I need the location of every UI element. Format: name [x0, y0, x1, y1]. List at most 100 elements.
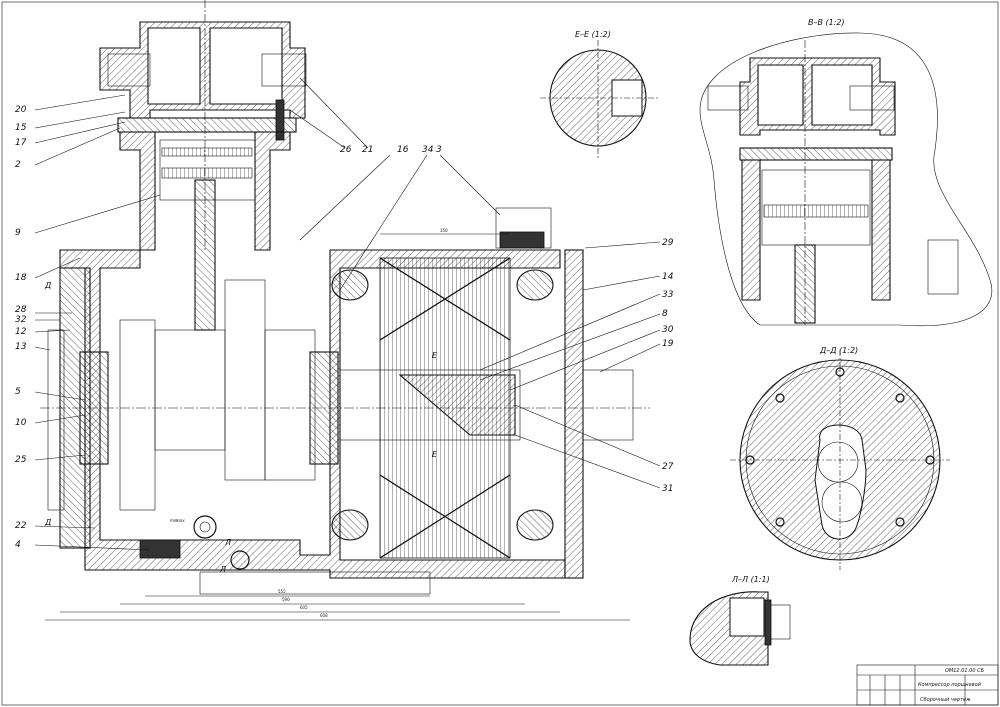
d-gear-upper: [817, 441, 859, 483]
callout-28: 28: [15, 305, 27, 315]
front-bearing: [79, 351, 109, 465]
section-l-l-title: Л–Л (1:1): [731, 575, 770, 584]
section-e-e-title: Е–Е (1:2): [575, 30, 611, 39]
cut-mark-e-bottom: Е: [432, 450, 438, 459]
v-head: [739, 57, 896, 136]
connecting-rod: [194, 179, 216, 331]
winding-end-3: [331, 509, 369, 541]
winding-end-1: [331, 269, 369, 301]
outlet-fitting: [261, 53, 307, 87]
callout-22: 22: [15, 521, 27, 531]
label-max: max: [176, 518, 185, 523]
oil-pump-cover: [47, 329, 65, 511]
dim-605: 605: [300, 605, 308, 610]
piston-rings: [161, 147, 253, 157]
cut-mark-l-bottom: Л: [219, 565, 226, 574]
crank-pin: [154, 329, 226, 451]
callout-19: 19: [662, 339, 674, 349]
title-block-frame: [856, 664, 999, 706]
callouts-right: 29 14 33 8 30 19 27 31: [662, 238, 674, 494]
sight-glass: [193, 515, 217, 539]
title-block-name: Компрессор поршневой: [918, 682, 982, 688]
stator-core: [379, 257, 511, 559]
winding-end-2: [516, 269, 554, 301]
callout-32: 32: [15, 315, 27, 325]
callout-3: 3: [436, 145, 442, 155]
callout-33: 33: [662, 290, 674, 300]
callout-17: 17: [15, 138, 27, 148]
cylinder-wall-right: [254, 131, 291, 251]
cut-mark-d-top: Д: [44, 281, 51, 290]
section-e-e: Е–Е (1:2): [540, 30, 660, 160]
callout-26: 26: [340, 145, 352, 155]
l-plug: [769, 604, 791, 640]
d-bolt-1: [775, 393, 785, 403]
winding-end-4: [516, 509, 554, 541]
section-l-l: Л–Л (1:1): [689, 575, 791, 666]
cylinder-wall-left: [119, 131, 156, 251]
inlet-fitting: [107, 53, 151, 87]
stator-cross: [379, 257, 511, 559]
section-d-d: Д–Д (1:2): [730, 346, 950, 570]
callout-14: 14: [662, 272, 674, 282]
v-piston: [761, 169, 871, 246]
crank-web-right: [224, 279, 266, 481]
main-view: 150 555 590 605 608 mm max Д Д Е Е Л Л: [40, 0, 650, 621]
callout-9: 9: [15, 228, 21, 238]
dim-608: 608: [320, 613, 328, 618]
d-gear-lower: [821, 481, 863, 523]
leader-lines: [34, 77, 661, 551]
dim-555: 555: [278, 589, 286, 594]
dim-150: 150: [440, 228, 448, 233]
section-d-d-title: Д–Д (1:2): [819, 346, 858, 355]
v-cylinder: [741, 159, 891, 301]
v-outlet: [849, 85, 895, 111]
rear-fitting: [582, 369, 634, 441]
title-block-doc: Сборочный чертеж: [920, 697, 971, 703]
cut-mark-e-top: Е: [432, 351, 438, 360]
v-inlet: [707, 85, 749, 111]
d-bolt-5: [775, 517, 785, 527]
rear-cover: [564, 249, 584, 579]
callout-25: 25: [15, 455, 27, 465]
callout-12: 12: [15, 327, 27, 337]
sight-glass-inner: [199, 521, 211, 533]
dim-590: 590: [282, 597, 290, 602]
callout-30: 30: [662, 325, 674, 335]
callout-27: 27: [662, 462, 674, 472]
cylinder-head: [99, 21, 306, 119]
callout-16: 16: [397, 145, 409, 155]
callout-5: 5: [15, 387, 21, 397]
drain-plug: [230, 550, 250, 570]
v-piston-rings: [763, 204, 869, 218]
terminal-cover: [495, 207, 552, 249]
base-foot: [199, 571, 431, 595]
callout-4: 4: [15, 540, 21, 550]
callout-13: 13: [15, 342, 27, 352]
callout-8: 8: [662, 309, 668, 319]
piston-rings-2: [161, 167, 253, 179]
callout-31: 31: [662, 484, 673, 494]
l-gasket: [764, 599, 772, 646]
title-block: ОМ12.01.00 СБ Компрессор поршневой Сборо…: [856, 664, 999, 706]
title-block-code: ОМ12.01.00 СБ: [945, 668, 985, 674]
callout-34: 34: [422, 145, 434, 155]
section-v-v-outline: [699, 32, 992, 327]
callout-10: 10: [15, 418, 27, 428]
section-v-v: В–В (1:2): [699, 18, 992, 327]
v-valve-plate: [739, 147, 893, 161]
callout-21: 21: [362, 145, 373, 155]
callout-15: 15: [15, 123, 27, 133]
l-bore: [729, 597, 765, 637]
d-bolt-6: [895, 517, 905, 527]
callouts-left: 20 15 17 2 9 18 28 32 12 13 5 10 25 22 4: [15, 105, 27, 550]
cut-mark-l-top: Л: [224, 538, 231, 547]
rear-bearing: [309, 351, 339, 465]
crank-web-left: [119, 319, 156, 511]
d-bolt-2: [895, 393, 905, 403]
v-side-fitting: [927, 239, 959, 295]
section-v-v-title: В–В (1:2): [808, 18, 845, 27]
callout-20: 20: [15, 105, 27, 115]
